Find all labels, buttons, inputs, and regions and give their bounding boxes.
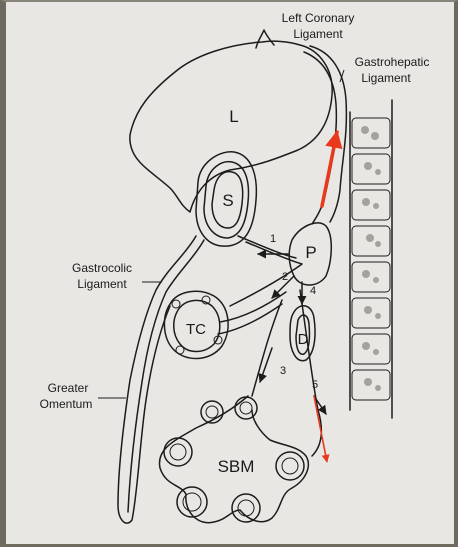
left-coronary-ligament-label-2: Ligament	[293, 27, 343, 41]
duodenum-group	[289, 305, 316, 362]
gastrohepatic-ligament-outer	[309, 45, 348, 223]
duodenum-label: D	[298, 331, 309, 348]
pathway-2-label: 2	[282, 271, 288, 283]
pathway-4-label: 4	[310, 285, 316, 297]
gastrohepatic-ligament-label-2: Ligament	[361, 71, 411, 85]
gastrocolic-ligament-line	[229, 241, 303, 307]
small-bowel-mesentery-label: SBM	[218, 457, 255, 476]
stomach-group	[195, 151, 258, 247]
red-arrow-downward	[313, 395, 330, 463]
pathway-5-arrow	[313, 395, 327, 415]
gastrohepatic-ligament-label-1: Gastrohepatic	[355, 55, 430, 69]
bowel-loop	[234, 396, 258, 420]
greater-omentum-label-2: Omentum	[40, 397, 93, 411]
pathway-1-label: 1	[270, 233, 276, 245]
bowel-loop	[163, 437, 193, 467]
bowel-loop	[275, 451, 305, 481]
vertebral-column	[349, 99, 393, 419]
red-arrow-upward	[320, 130, 343, 208]
gastrohepatic-leader	[339, 69, 345, 83]
pathway-3-label: 3	[280, 365, 286, 377]
bowel-loops	[163, 396, 305, 523]
pancreas-outline	[288, 222, 332, 286]
gastrocolic-ligament-label-1: Gastrocolic	[72, 261, 132, 275]
greater-omentum-outer	[117, 235, 197, 524]
vertebra-texture	[361, 126, 381, 391]
pathway-arrows	[257, 249, 327, 415]
transverse-colon-label: TC	[186, 321, 206, 338]
stomach-label: S	[222, 191, 233, 210]
transverse-colon-group	[163, 290, 287, 360]
pancreas-label: P	[305, 243, 316, 262]
pathway-5-label: 5	[312, 379, 318, 391]
mesentery-root-right	[299, 289, 323, 457]
pathway-3-arrow	[258, 347, 273, 383]
left-coronary-ligament-line	[255, 29, 275, 49]
greater-omentum-label-1: Greater	[48, 381, 89, 395]
gastrocolic-ligament-line-2	[237, 235, 297, 259]
pathway-2-arrow	[271, 275, 295, 299]
bowel-loop	[200, 400, 224, 424]
mesentery-root-left	[251, 299, 283, 397]
bowel-loop	[176, 486, 208, 518]
vertebra	[351, 117, 391, 401]
gastrocolic-ligament-label-2: Ligament	[77, 277, 127, 291]
greater-omentum-inner	[127, 239, 205, 513]
left-coronary-ligament-label-1: Left Coronary	[282, 11, 355, 25]
liver-outline	[129, 40, 333, 213]
liver-label: L	[229, 107, 238, 126]
bowel-loop	[231, 493, 261, 523]
